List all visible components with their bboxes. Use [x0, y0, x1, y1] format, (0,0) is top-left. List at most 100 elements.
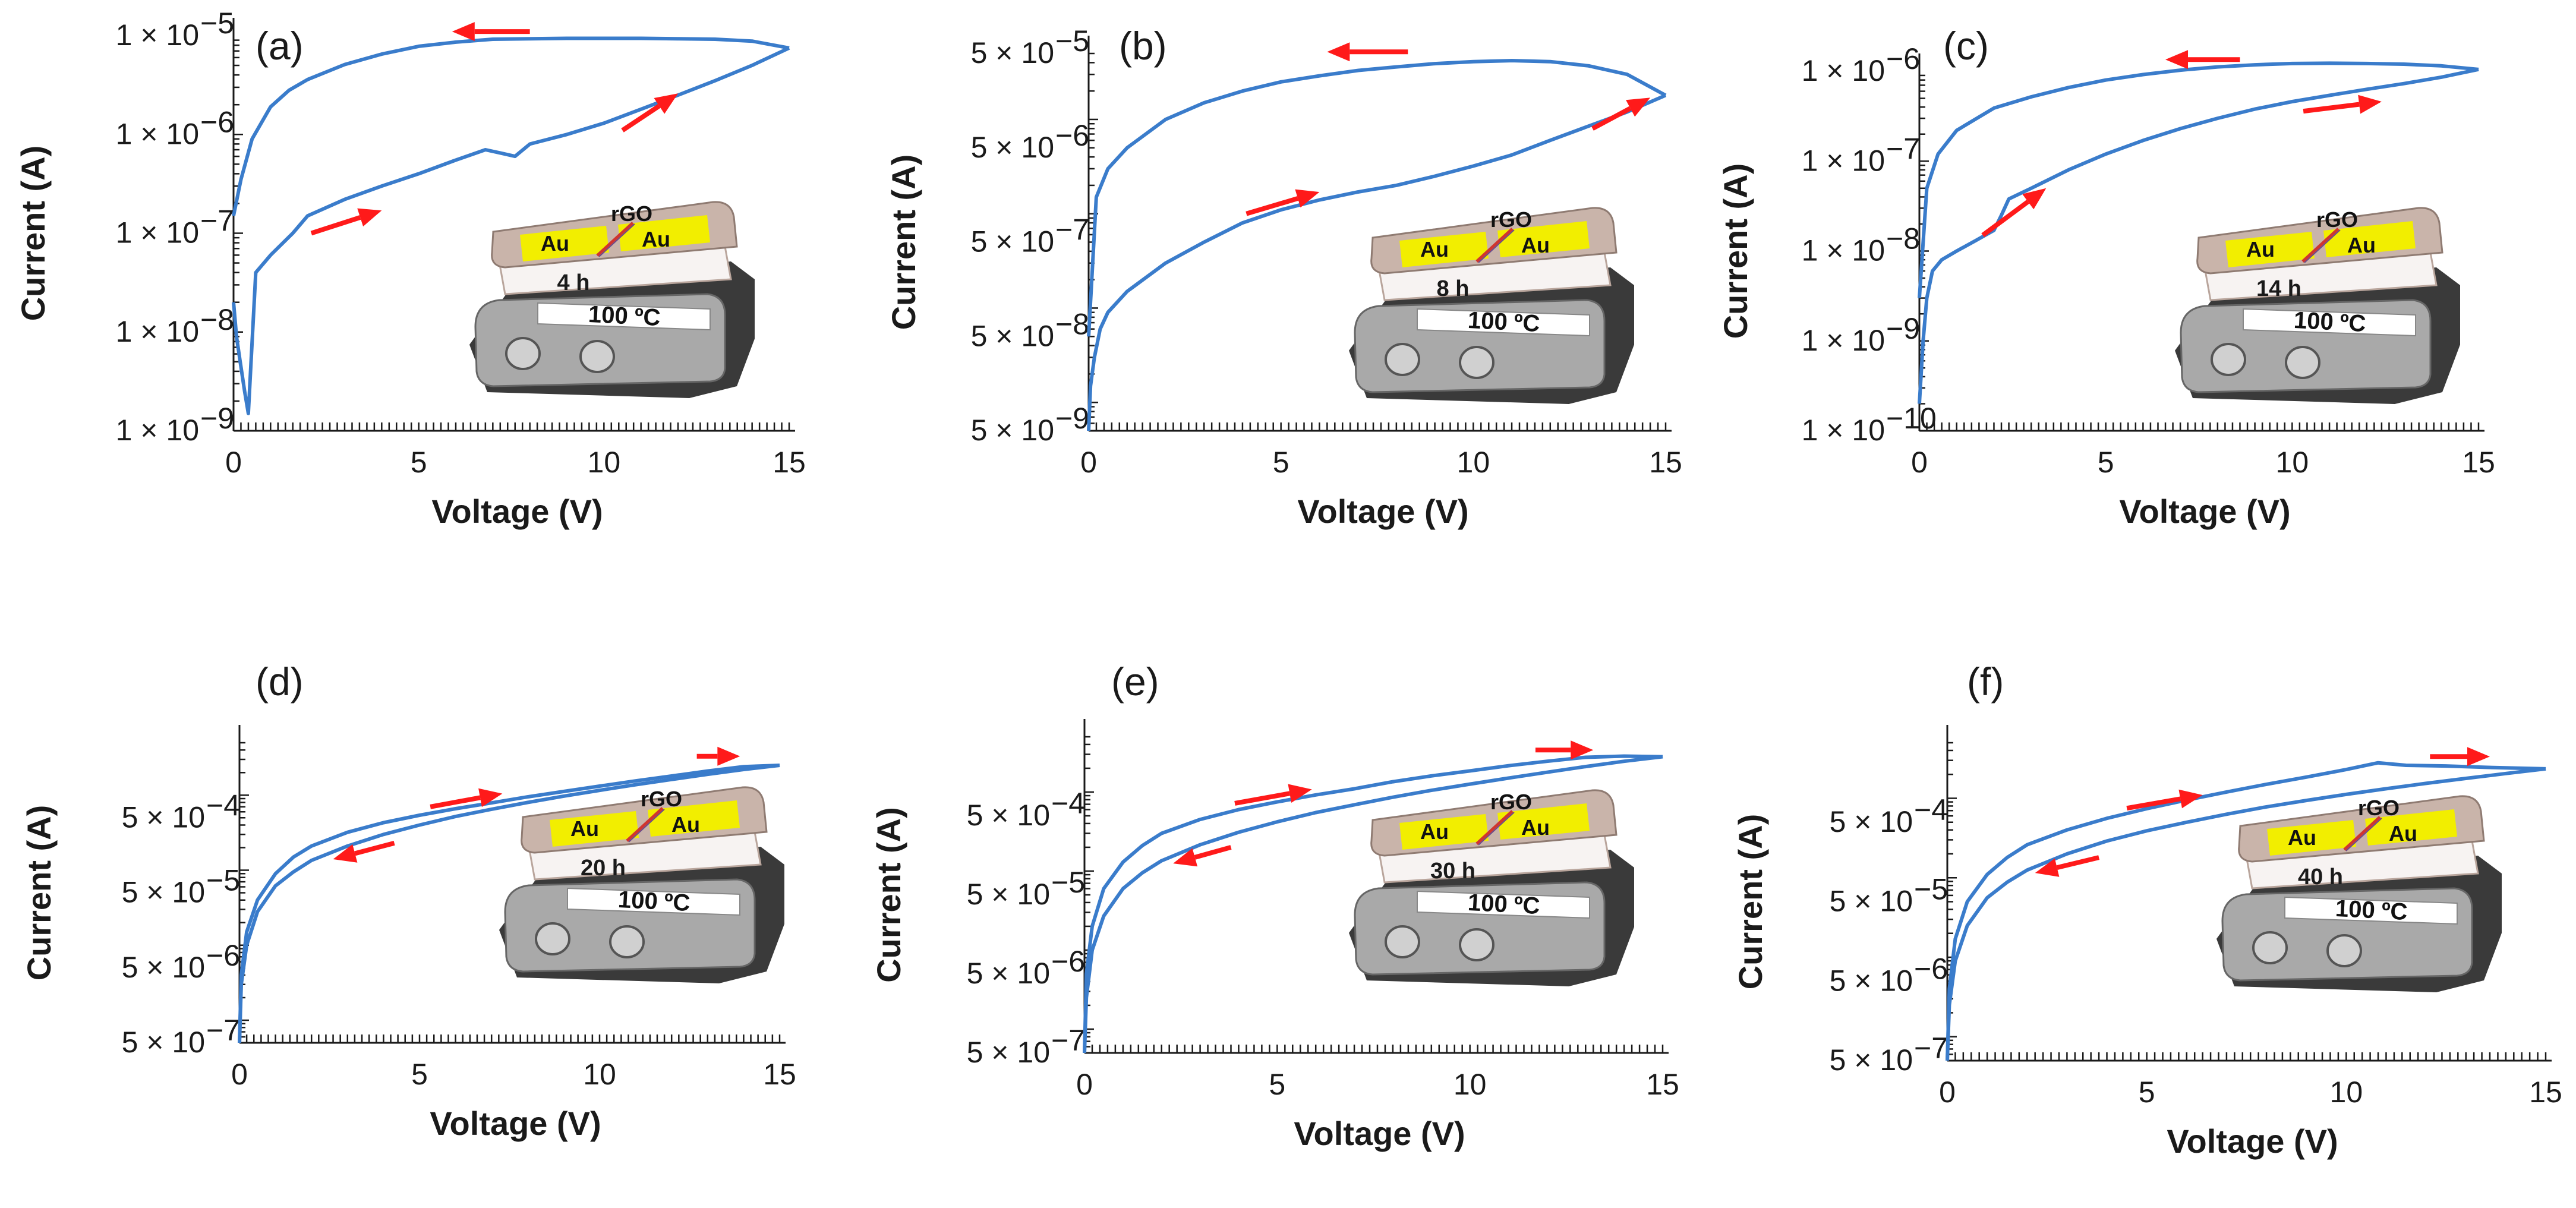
au-pad-right	[618, 215, 710, 251]
y-tick-mantissa: 5 × 10	[122, 1026, 205, 1059]
y-tick-label: 5 × 10	[1830, 1043, 1913, 1077]
reverse-sweep-line	[238, 764, 780, 1043]
temperature-display	[567, 887, 740, 916]
au-pad-left	[550, 811, 639, 847]
knob-left-icon	[535, 922, 570, 955]
temperature-label: 100 ºC	[588, 301, 661, 331]
duration-label: 30 h	[1430, 859, 1475, 884]
rgo-strip-shadow	[1478, 812, 1515, 846]
y-tick-label: 5 × 10	[122, 1026, 205, 1059]
y-tick-mantissa: 1 × 10	[116, 117, 199, 150]
y-axis-title: Current (A)	[1732, 814, 1769, 990]
rgo-label: rGO	[2358, 796, 2400, 820]
panel-tag: (b)	[1119, 24, 1167, 68]
knob-left-icon	[2211, 343, 2246, 376]
au-pad-right	[648, 800, 740, 837]
y-tick-mantissa: 1 × 10	[1802, 234, 1885, 267]
arrow-head-icon	[2165, 50, 2189, 70]
au-pad-left	[2267, 820, 2356, 856]
x-tick-label: 0	[1076, 1068, 1093, 1101]
y-tick-exponent: −6	[1051, 945, 1085, 978]
sweep-direction-arrow	[1234, 791, 1291, 806]
y-tick-label: 5 × 10	[967, 957, 1050, 990]
au-label-right: Au	[1521, 815, 1550, 840]
au-label-right: Au	[2347, 233, 2376, 257]
temperature-label: 100 ºC	[617, 887, 690, 916]
au-label-left: Au	[1420, 819, 1449, 844]
x-tick-label: 0	[1911, 446, 1928, 479]
temperature-label: 100 ºC	[1467, 890, 1540, 919]
y-tick-mantissa: 5 × 10	[971, 319, 1054, 352]
au-pad-right	[1497, 803, 1590, 840]
knob-left-icon	[2252, 931, 2288, 964]
knob-right-icon	[2326, 934, 2362, 967]
y-tick-exponent: −9	[1886, 312, 1920, 345]
x-tick-label: 5	[2098, 446, 2114, 479]
y-tick-exponent: −9	[1055, 402, 1089, 435]
arrow-head-icon	[1295, 189, 1320, 208]
y-tick-label: 5 × 10	[967, 799, 1050, 832]
x-axis-title: Voltage (V)	[2167, 1122, 2338, 1160]
rgo-strip-shadow	[2345, 818, 2382, 851]
y-tick-exponent: −6	[1914, 952, 1948, 985]
x-axis-title: Voltage (V)	[1294, 1115, 1465, 1152]
knob-right-icon	[579, 340, 615, 373]
y-tick-label: 5 × 10	[971, 225, 1054, 258]
y-tick-mantissa: 5 × 10	[122, 951, 205, 984]
knob-right-icon	[1459, 346, 1494, 379]
rgo-strip	[2301, 228, 2339, 263]
arrow-head-icon	[1173, 848, 1198, 867]
y-tick-exponent: −8	[1886, 222, 1920, 256]
x-axis-title: Voltage (V)	[431, 493, 603, 530]
y-tick-mantissa: 1 × 10	[1802, 324, 1885, 357]
panel-tag: (e)	[1111, 660, 1159, 704]
sweep-direction-arrow	[2303, 102, 2360, 114]
y-tick-exponent: −7	[1886, 132, 1920, 165]
au-pad-left	[1399, 814, 1489, 850]
y-tick-label: 1 × 10	[116, 216, 199, 250]
rgo-strip	[1475, 810, 1514, 845]
au-label-left: Au	[541, 231, 569, 256]
au-label-left: Au	[2246, 237, 2275, 261]
y-tick-mantissa: 5 × 10	[967, 799, 1050, 832]
arrow-head-icon	[2467, 747, 2490, 767]
duration-label: 4 h	[557, 270, 590, 295]
y-tick-mantissa: 5 × 10	[1830, 805, 1913, 838]
reverse-sweep-line	[1083, 755, 1663, 1054]
x-tick-label: 0	[1939, 1075, 1956, 1109]
y-axis-title: Current (A)	[885, 154, 922, 330]
x-tick-label: 10	[2330, 1075, 2363, 1109]
forward-sweep-line	[238, 764, 780, 1043]
y-tick-exponent: −10	[1886, 402, 1937, 435]
y-tick-exponent: −7	[200, 204, 234, 238]
rgo-strip	[1475, 228, 1514, 263]
y-tick-label: 1 × 10	[116, 18, 199, 52]
rgo-label: rGO	[611, 201, 652, 226]
x-tick-label: 5	[411, 1058, 428, 1091]
x-tick-label: 0	[1080, 446, 1097, 479]
knob-right-icon	[2285, 346, 2320, 379]
y-tick-mantissa: 1 × 10	[1802, 54, 1885, 87]
y-tick-mantissa: 5 × 10	[971, 36, 1054, 70]
au-label-right: Au	[1521, 233, 1550, 257]
rgo-strip-shadow	[628, 809, 665, 843]
y-tick-mantissa: 5 × 10	[1830, 885, 1913, 918]
y-tick-exponent: −6	[1886, 42, 1920, 75]
temperature-display	[2284, 896, 2458, 925]
x-tick-label: 5	[1273, 446, 1289, 479]
knob-left-icon	[1385, 925, 1420, 958]
temperature-label: 100 ºC	[2293, 307, 2366, 337]
au-label-left: Au	[2288, 825, 2316, 850]
rgo-label: rGO	[1490, 207, 1532, 232]
y-tick-label: 1 × 10	[1802, 144, 1885, 177]
y-tick-label: 5 × 10	[122, 951, 205, 984]
panel-tag: (f)	[1967, 660, 2004, 704]
temperature-display	[1417, 890, 1590, 919]
y-tick-label: 5 × 10	[967, 878, 1050, 911]
y-tick-mantissa: 1 × 10	[116, 414, 199, 447]
